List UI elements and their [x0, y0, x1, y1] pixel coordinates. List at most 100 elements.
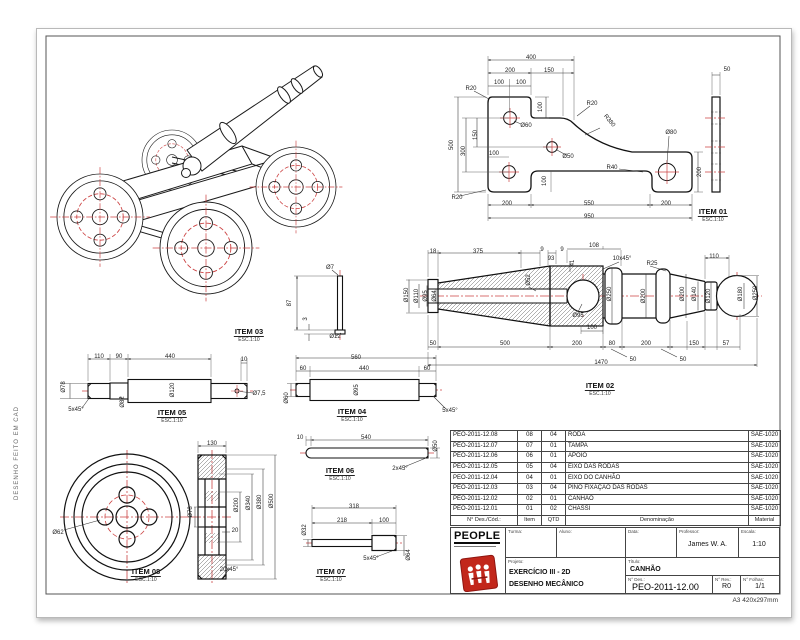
parts-cell-code: PEO-2011-12.04: [450, 472, 518, 484]
item08-view: [60, 441, 277, 584]
dimension-label: Ø110: [414, 288, 420, 304]
dimension-label: 500: [499, 341, 511, 347]
parts-cell-item: 02: [517, 493, 542, 506]
parts-cell-qty: 04: [541, 482, 566, 495]
dimension-label: 10: [296, 435, 304, 441]
dimension-label: 400: [525, 55, 537, 61]
parts-cell-code: PEO-2011-12.02: [450, 493, 518, 506]
dimension-label: Ø500: [269, 493, 275, 509]
dimension-label: 318: [348, 504, 360, 510]
parts-cell-material: SAE-1020: [748, 472, 781, 484]
aluno-label: Aluno:: [559, 529, 572, 534]
dimension-label: Ø50: [433, 440, 439, 452]
dimension-label: R20: [465, 86, 477, 92]
dimension-label: Ø150: [404, 287, 410, 303]
item01-view: [454, 56, 727, 221]
item07-view: [303, 505, 407, 558]
dimension-label: Ø380: [257, 494, 263, 510]
dimension-label: Ø78: [61, 381, 67, 393]
parts-cell-name: RODA: [565, 430, 749, 442]
view-label-name: ITEM 05: [156, 408, 188, 418]
view-label-scale: ESC.1:10: [238, 337, 260, 343]
parts-cell-item: 07: [517, 440, 542, 453]
item05-view: [60, 354, 254, 409]
dimension-label: 1470: [594, 360, 608, 366]
parts-cell-name: EIXO DAS RODAS: [565, 461, 749, 474]
dimension-label: 300: [461, 145, 467, 157]
titulo-field: Título: CANHÃO: [626, 558, 779, 576]
margin-note: DESENHO FEITO EM CAD: [14, 406, 20, 500]
parts-cell-code: PEO-2011-12.08: [450, 430, 518, 442]
titulo-value: CANHÃO: [630, 566, 661, 573]
dimension-label: Ø120: [170, 382, 176, 398]
item06-view: [300, 436, 440, 468]
dimension-label: 150: [473, 129, 479, 141]
parts-cell-qty: 01: [541, 451, 566, 463]
projeto-field: Projeto: EXERCÍCIO III - 2D DESENHO MECÂ…: [506, 558, 626, 593]
parts-cell-material: SAE-1020: [748, 430, 781, 442]
dimension-label: 50: [629, 357, 637, 363]
dimension-label: Ø340: [246, 495, 252, 511]
dimension-label: Ø80: [665, 130, 677, 136]
header-material: Material: [748, 514, 781, 527]
dimension-label: Ø50: [562, 154, 574, 160]
dimension-label: Ø95: [423, 290, 429, 302]
parts-cell-item: 05: [517, 461, 542, 474]
parts-cell-item: 08: [517, 430, 542, 442]
dimension-label: 10: [240, 357, 248, 363]
dimension-label: 50: [723, 67, 731, 73]
titulo-label: Título:: [628, 559, 641, 564]
title-block: PEOPLE Turma:: [450, 527, 780, 594]
view-label-scale: ESC.1:10: [161, 418, 183, 424]
dimension-label: Ø7: [325, 265, 335, 271]
parts-cell-qty: 01: [541, 493, 566, 506]
dimension-label: Ø32: [302, 524, 308, 536]
dimension-label: Ø60: [284, 392, 290, 404]
view-label-scale: ESC.1:10: [341, 417, 363, 423]
dimension-label: Ø82: [120, 396, 126, 408]
view-label-scale: ESC.1:10: [702, 217, 724, 223]
dimension-label: Ø7,5: [252, 391, 266, 397]
dimension-label: 440: [358, 366, 370, 372]
dimension-label: Ø250: [607, 286, 613, 302]
ndes-field: N° Des.: PEO-2011-12.00: [626, 576, 713, 593]
escala-label: Escala:: [741, 529, 756, 534]
dimension-label: 110: [94, 354, 104, 360]
dimension-label: 100: [378, 518, 390, 524]
dimension-label: Ø200: [234, 497, 240, 513]
dimension-label: 50: [679, 357, 687, 363]
parts-cell-name: CHASSI: [565, 504, 749, 516]
parts-cell-material: SAE-1020: [748, 504, 781, 516]
item03-view: [294, 269, 346, 341]
aluno-field: Aluno:: [557, 528, 626, 558]
dimension-label: Ø250: [753, 285, 759, 301]
item04-view: [287, 355, 447, 410]
dimension-label: Ø95: [354, 384, 360, 396]
dimension-label: 200: [697, 166, 703, 178]
dimension-label: 100: [586, 325, 598, 331]
dimension-label: Ø52: [526, 274, 532, 286]
professor-label: Professor:: [679, 529, 700, 534]
view-label-name: ITEM 08: [130, 567, 162, 577]
projeto-line2: DESENHO MECÂNICO: [509, 581, 584, 588]
nrev-field: N° Rev.: R0: [713, 576, 741, 593]
logo-tagline-line: [454, 546, 496, 547]
parts-cell-material: SAE-1020: [748, 451, 781, 463]
parts-table-header: N° Des./Cód.: Item QTD Denominação Mater…: [450, 514, 781, 527]
turma-field: Turma:: [506, 528, 557, 558]
ndes-value: PEO-2011-12.00: [632, 582, 699, 592]
ndes-label: N° Des.:: [628, 577, 645, 582]
dimension-label: 100: [493, 80, 505, 86]
dimension-label: Ø180: [738, 286, 744, 302]
dimension-label: 5x45°: [442, 408, 458, 414]
parts-cell-code: PEO-2011-12.06: [450, 451, 518, 463]
dimension-label: 200: [660, 201, 672, 207]
parts-cell-name: PINO FIXAÇÃO DAS RODAS: [565, 482, 749, 495]
